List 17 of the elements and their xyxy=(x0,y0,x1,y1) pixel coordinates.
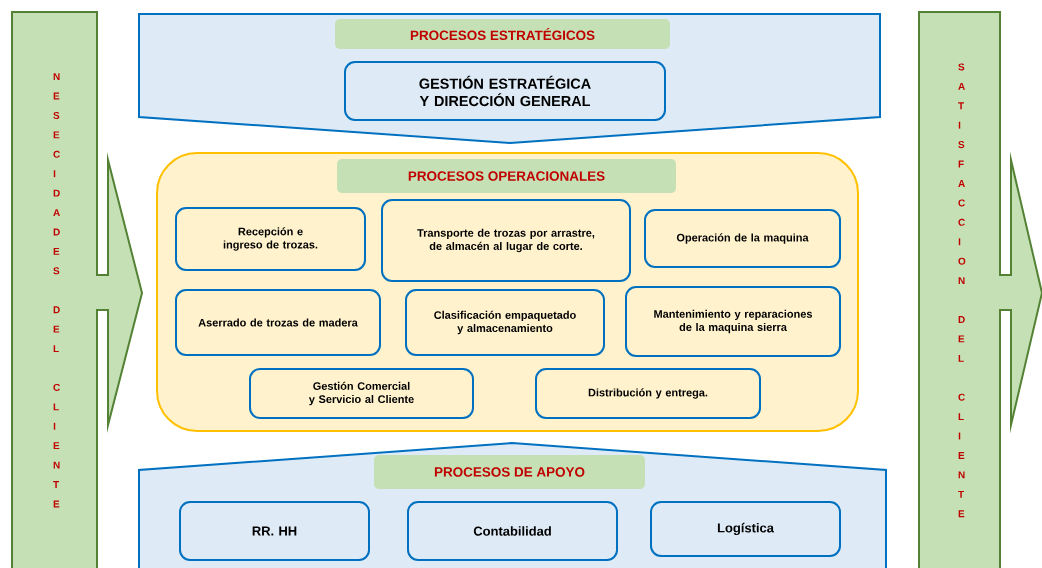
process-box: Operación de la maquina xyxy=(644,209,841,268)
process-box: Contabilidad xyxy=(407,501,618,561)
process-box: Mantenimiento y reparaciones de la maquina sierra xyxy=(625,286,841,357)
section-heading: PROCESOS DE APOYO xyxy=(374,455,645,489)
process-box: Distribución y entrega. xyxy=(535,368,761,419)
section-heading: PROCESOS ESTRATÉGICOS xyxy=(335,19,670,49)
vertical-label: SATISFACCION DEL CLIENTE xyxy=(958,63,966,518)
process-box: Logística xyxy=(650,501,841,557)
process-box: Aserrado de trozas de madera xyxy=(175,289,381,356)
process-box: Gestión Comercial y Servicio al Cliente xyxy=(249,368,474,419)
process-box: GESTIÓN ESTRATÉGICA Y DIRECCIÓN GENERAL xyxy=(344,61,666,121)
process-box: Transporte de trozas por arrastre, de almacén al lugar de corte. xyxy=(381,199,631,282)
process-box: Clasificación empaquetado y almacenamiento xyxy=(405,289,605,356)
process-box: Recepción e ingreso de trozas. xyxy=(175,207,366,271)
vertical-label: NESECIDADES DEL CLIENTE xyxy=(53,73,60,508)
section-heading: PROCESOS OPERACIONALES xyxy=(337,159,676,193)
process-box: RR. HH xyxy=(179,501,370,561)
